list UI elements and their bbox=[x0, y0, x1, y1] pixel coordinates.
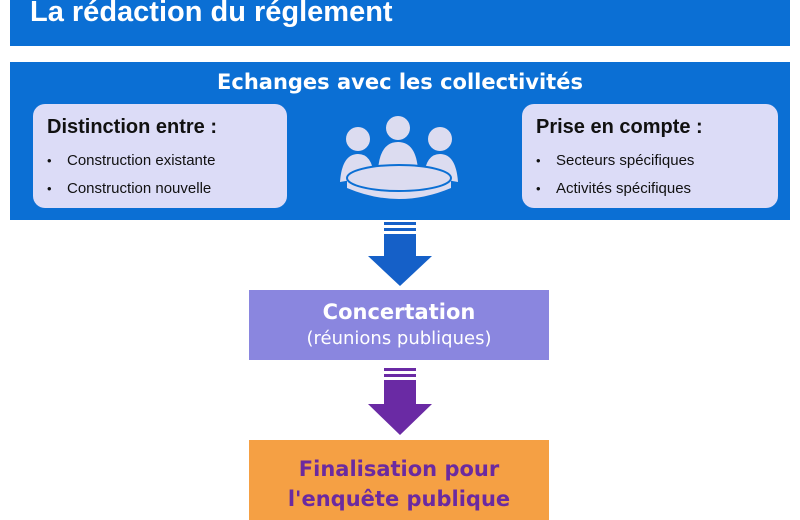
meeting-table-icon bbox=[340, 116, 458, 199]
finalisation-box: Finalisation pour l'enquête publique bbox=[249, 440, 549, 520]
distinction-card: Distinction entre : Construction existan… bbox=[33, 104, 287, 208]
prise-en-compte-card: Prise en compte : Secteurs spécifiques A… bbox=[522, 104, 778, 208]
down-arrow-icon bbox=[368, 368, 432, 435]
down-arrow-icon bbox=[368, 222, 432, 286]
page-title: La rédaction du réglement bbox=[30, 0, 393, 28]
list-item: Secteurs spécifiques bbox=[534, 147, 766, 175]
finalisation-line1: Finalisation pour bbox=[298, 457, 500, 481]
list-item: Activités spécifiques bbox=[534, 175, 766, 203]
list-item: Construction nouvelle bbox=[45, 175, 275, 203]
concertation-box: Concertation (réunions publiques) bbox=[249, 290, 549, 360]
distinction-heading: Distinction entre : bbox=[47, 116, 218, 138]
finalisation-line2: l'enquête publique bbox=[287, 487, 511, 511]
prise-list: Secteurs spécifiques Activités spécifiqu… bbox=[534, 147, 766, 203]
band-header: Echanges avec les collectivités bbox=[217, 70, 583, 94]
exchanges-band: Echanges avec les collectivités Distinct… bbox=[10, 62, 790, 220]
concertation-title: Concertation bbox=[322, 300, 476, 324]
concertation-subtitle: (réunions publiques) bbox=[306, 328, 492, 349]
distinction-list: Construction existante Construction nouv… bbox=[45, 147, 275, 203]
title-bar: La rédaction du réglement bbox=[10, 0, 790, 46]
list-item: Construction existante bbox=[45, 147, 275, 175]
prise-heading: Prise en compte : bbox=[536, 116, 703, 138]
